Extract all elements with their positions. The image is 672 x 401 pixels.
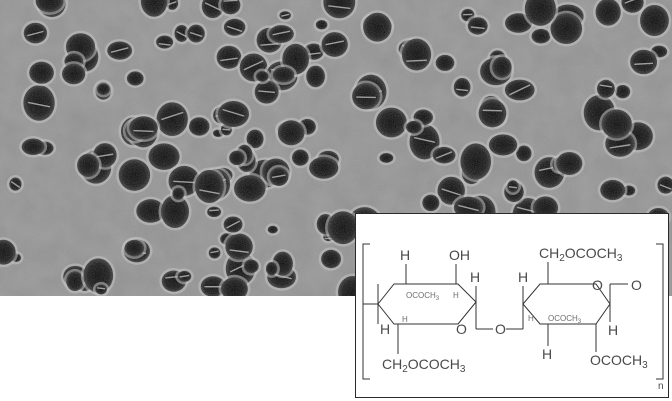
ring1-oh: OH: [449, 247, 470, 263]
ring2-left-h: H: [518, 269, 528, 285]
ring2-oxygen: O: [592, 277, 603, 293]
ring2-inner-h: H: [528, 314, 534, 323]
svg-text:OCOCH3: OCOCH3: [548, 314, 582, 325]
ring1-top-h: H: [400, 247, 410, 263]
left-bracket: [362, 243, 370, 380]
ring1-ch2-label: CH: [382, 356, 402, 372]
chemical-structure-panel: H OH OCOCH3 H H H H O CH2OCOCH3 O: [355, 213, 669, 398]
ring1-left-h: H: [380, 321, 390, 337]
bridge-oxygen: O: [495, 321, 506, 337]
ring2-ch2-label: CH: [539, 245, 559, 261]
ring1-inner-ococh3: OCOCH: [406, 291, 436, 300]
ring1-bottom-h: H: [402, 315, 408, 324]
svg-text:OCOCH3: OCOCH3: [590, 352, 648, 371]
ring1-oxygen: O: [456, 321, 467, 337]
svg-text:OCOCH3: OCOCH3: [406, 291, 440, 302]
ring2-inner-ococh3: OCOCH: [548, 314, 578, 323]
svg-text:CH2OCOCH3: CH2OCOCH3: [539, 245, 623, 264]
right-bracket: [656, 243, 664, 380]
ring2-right-h: H: [608, 322, 618, 338]
glucose-ring-2: [522, 262, 628, 352]
ring2-ococh3: OCOCH: [590, 352, 642, 368]
ring1-right-h: H: [470, 269, 480, 285]
glucose-ring-1: [363, 264, 493, 354]
cellulose-acetate-structure: H OH OCOCH3 H H H H O CH2OCOCH3 O: [362, 243, 664, 392]
svg-text:CH2OCOCH3: CH2OCOCH3: [382, 356, 466, 375]
repeat-subscript-n: n: [658, 381, 664, 392]
ring1-inner-h: H: [453, 291, 459, 300]
ring2-end-oxygen: O: [631, 277, 642, 293]
ring2-bottom-h: H: [542, 346, 552, 362]
